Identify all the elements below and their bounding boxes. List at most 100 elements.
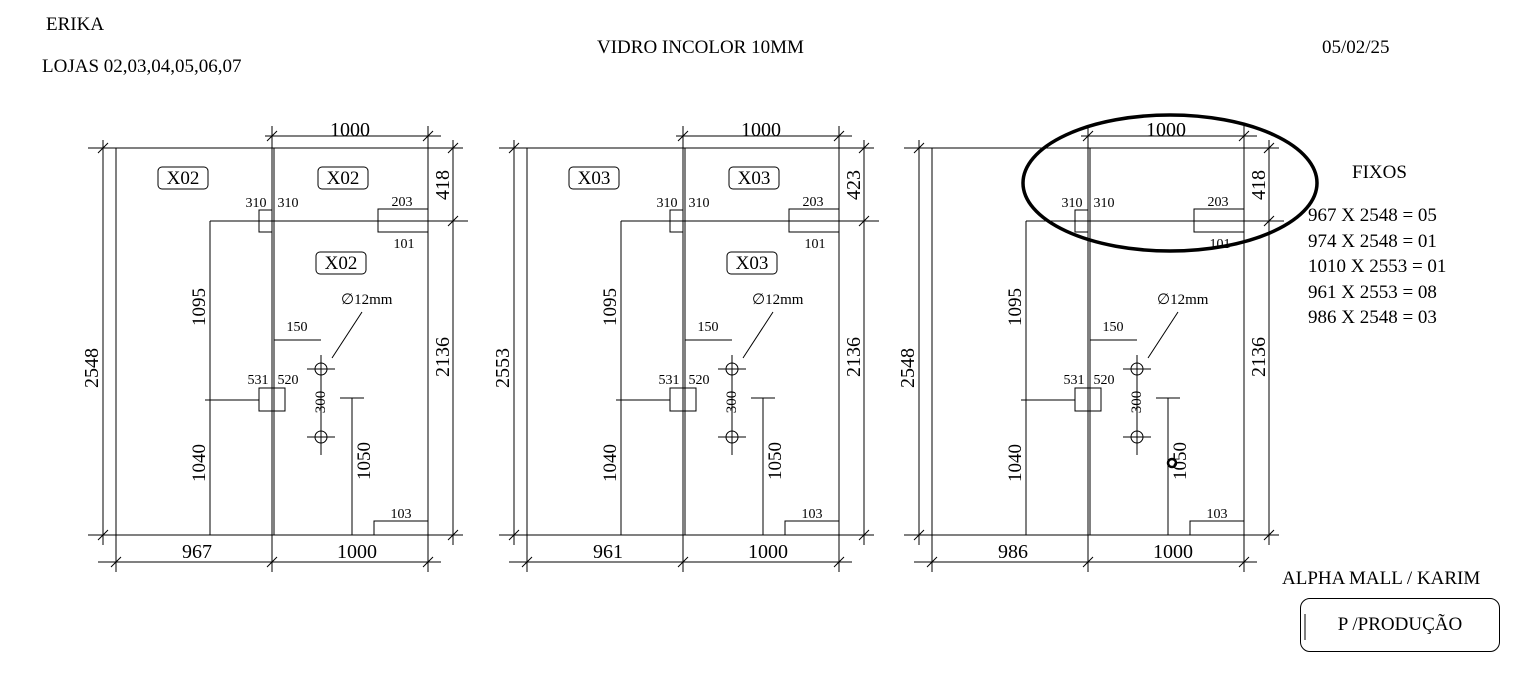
dimension-tick: [1263, 529, 1275, 541]
dimension-label: 520: [278, 373, 299, 388]
dimension-tick: [913, 142, 925, 154]
dimension-label: 2136: [843, 337, 865, 377]
dimension-label: 310: [1094, 196, 1115, 211]
dimension-label: 2136: [432, 337, 454, 377]
dimension-tick: [110, 556, 122, 568]
dimension-label: 1000: [748, 541, 788, 563]
fixos-item: 961 X 2553 = 08: [1308, 281, 1437, 303]
handle-hole-bottom: [725, 430, 739, 444]
dimension-tick: [1082, 556, 1094, 568]
dimension-tick: [677, 130, 689, 142]
dimension-tick: [447, 142, 459, 154]
dimension-tick: [677, 556, 689, 568]
project-name: ALPHA MALL / KARIM: [1282, 568, 1481, 589]
dimension-label: 2136: [1248, 337, 1270, 377]
upper-patch: [1074, 209, 1089, 233]
store-label: X02: [327, 168, 360, 189]
dimension-label: 531: [659, 373, 680, 388]
fixos-list: 967 X 2548 = 05 974 X 2548 = 01 1010 X 2…: [1308, 203, 1446, 331]
store-label: X02: [325, 253, 358, 274]
dimension-tick: [447, 215, 459, 227]
dimension-label: 101: [805, 237, 826, 252]
handle-hole-top: [725, 362, 739, 376]
dimension-tick: [97, 529, 109, 541]
dimension-label: 1000: [330, 119, 370, 141]
dimension-tick: [913, 529, 925, 541]
dimension-tick: [858, 529, 870, 541]
store-label: X03: [736, 253, 769, 274]
hole-leader: [742, 311, 774, 359]
hole-diameter-label: ∅12mm: [1157, 292, 1209, 308]
store-label-box: [728, 166, 780, 190]
dimension-label: 1000: [1153, 541, 1193, 563]
dimension-tick: [858, 215, 870, 227]
dimension-label: 1095: [600, 288, 621, 326]
handle-hole-top: [314, 362, 328, 376]
dimension-label: 418: [432, 170, 454, 200]
dimension-tick: [1238, 556, 1250, 568]
fixos-item: 1010 X 2553 = 01: [1308, 256, 1447, 277]
store-label-box: [726, 251, 778, 275]
store-label: X03: [578, 168, 611, 189]
hole-diameter-label: ∅12mm: [752, 292, 804, 308]
dimension-tick: [422, 556, 434, 568]
fixos-title: FIXOS: [1352, 162, 1407, 183]
dimension-label: 103: [1207, 507, 1228, 522]
dimension-tick: [266, 556, 278, 568]
dimension-label: 2548: [81, 348, 103, 388]
fixos-item: 986 X 2548 = 03: [1308, 307, 1437, 328]
dimension-tick: [447, 529, 459, 541]
store-label-box: [568, 166, 620, 190]
dimension-label: 103: [391, 507, 412, 522]
mark-dot: [1166, 457, 1178, 469]
client-name: ERIKA: [46, 14, 105, 35]
dimension-label: 520: [689, 373, 710, 388]
dimension-label: 531: [248, 373, 269, 388]
dimension-label: 150: [287, 320, 308, 335]
dimension-tick: [508, 529, 520, 541]
dimension-label: 418: [1248, 170, 1270, 200]
dimension-tick: [926, 556, 938, 568]
dimension-label: 1095: [1005, 288, 1026, 326]
hole-leader: [1147, 311, 1179, 359]
dimension-tick: [266, 130, 278, 142]
dimension-label: 1095: [189, 288, 210, 326]
fixos-item: 974 X 2548 = 01: [1308, 230, 1437, 252]
dimension-tick: [1263, 215, 1275, 227]
dimension-label: 1050: [765, 442, 786, 480]
dimension-label: 310: [657, 196, 678, 211]
dimension-label: 986: [998, 541, 1028, 563]
dimension-tick: [833, 130, 845, 142]
dimension-label: 150: [698, 320, 719, 335]
dimension-label: 310: [1062, 196, 1083, 211]
hole-leader: [331, 311, 363, 359]
bottom-right-patch: [784, 520, 840, 536]
drawing-date: 05/02/25: [1322, 37, 1390, 58]
production-stamp: P /PRODUÇÃO: [1300, 598, 1500, 652]
upper-patch: [669, 209, 684, 233]
dimension-tick: [1238, 130, 1250, 142]
dimension-label: 2553: [492, 348, 514, 388]
dimension-label: 203: [803, 195, 824, 210]
dimension-label: 531: [1064, 373, 1085, 388]
upper-patch: [258, 209, 273, 233]
dimension-label: 300: [313, 391, 329, 414]
dimension-tick: [833, 556, 845, 568]
fixos-item: 967 X 2548 = 05: [1308, 205, 1437, 226]
dimension-label: 101: [394, 237, 415, 252]
dimension-label: 1000: [337, 541, 377, 563]
store-label-box: [157, 166, 209, 190]
dimension-tick: [1082, 130, 1094, 142]
handle-hole-top: [1130, 362, 1144, 376]
dimension-label: 2548: [897, 348, 919, 388]
dimension-label: 1000: [741, 119, 781, 141]
production-stamp-label: P /PRODUÇÃO: [1337, 614, 1463, 635]
dimension-label: 423: [843, 170, 865, 200]
handle-hole-bottom: [314, 430, 328, 444]
highlight-ellipse: [1021, 113, 1319, 253]
handle-hole-bottom: [1130, 430, 1144, 444]
dimension-label: 103: [802, 507, 823, 522]
